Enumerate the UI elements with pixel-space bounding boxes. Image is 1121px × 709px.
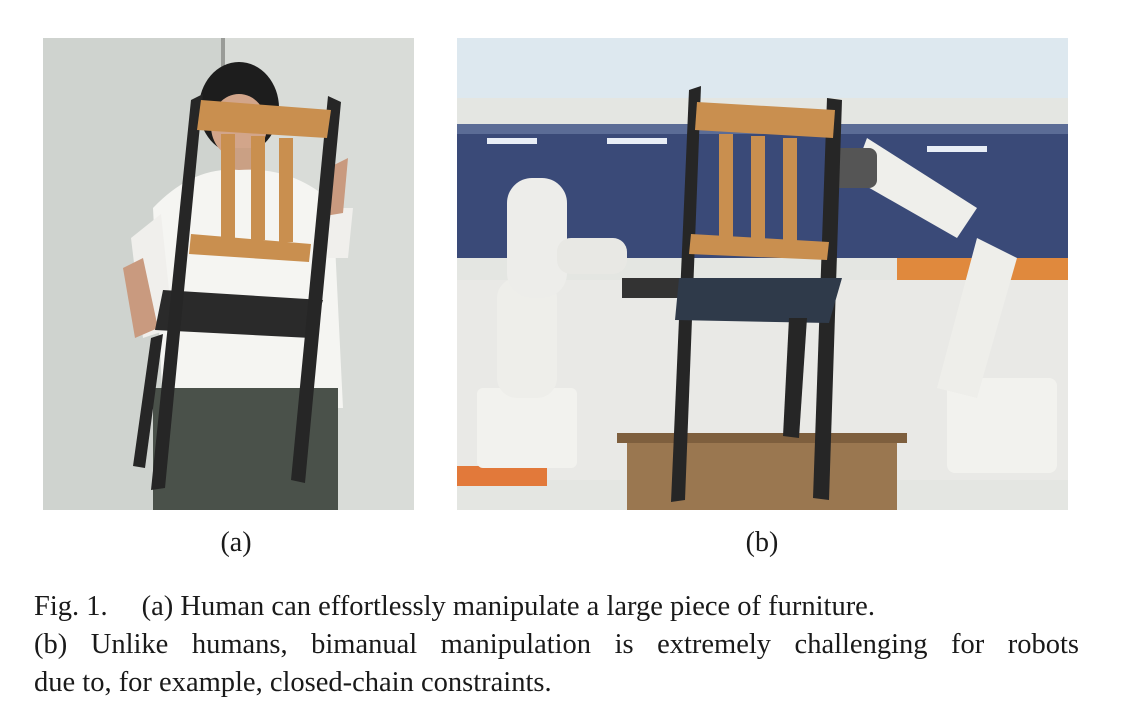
caption-line-3: due to, for example, closed-chain constr… [34,667,552,698]
photo-robots-holding-chair [457,38,1068,510]
human-chair-image [43,38,414,510]
panel-label-a: (a) [220,527,252,558]
caption-text-1: (a) Human can effortlessly manipulate a … [141,591,875,622]
caption-line-1: Fig. 1. (a) Human can effortlessly manipu… [34,588,1079,626]
caption-line-2: (b) Unlike humans, bimanual manipulation… [34,629,1079,660]
panel-label-b: (b) [745,527,779,558]
figure-caption: Fig. 1. (a) Human can effortlessly manipu… [34,588,1079,702]
photo-human-holding-chair [43,38,414,510]
figure-number: Fig. 1. [34,591,108,622]
robot-chair-image [457,38,1068,510]
